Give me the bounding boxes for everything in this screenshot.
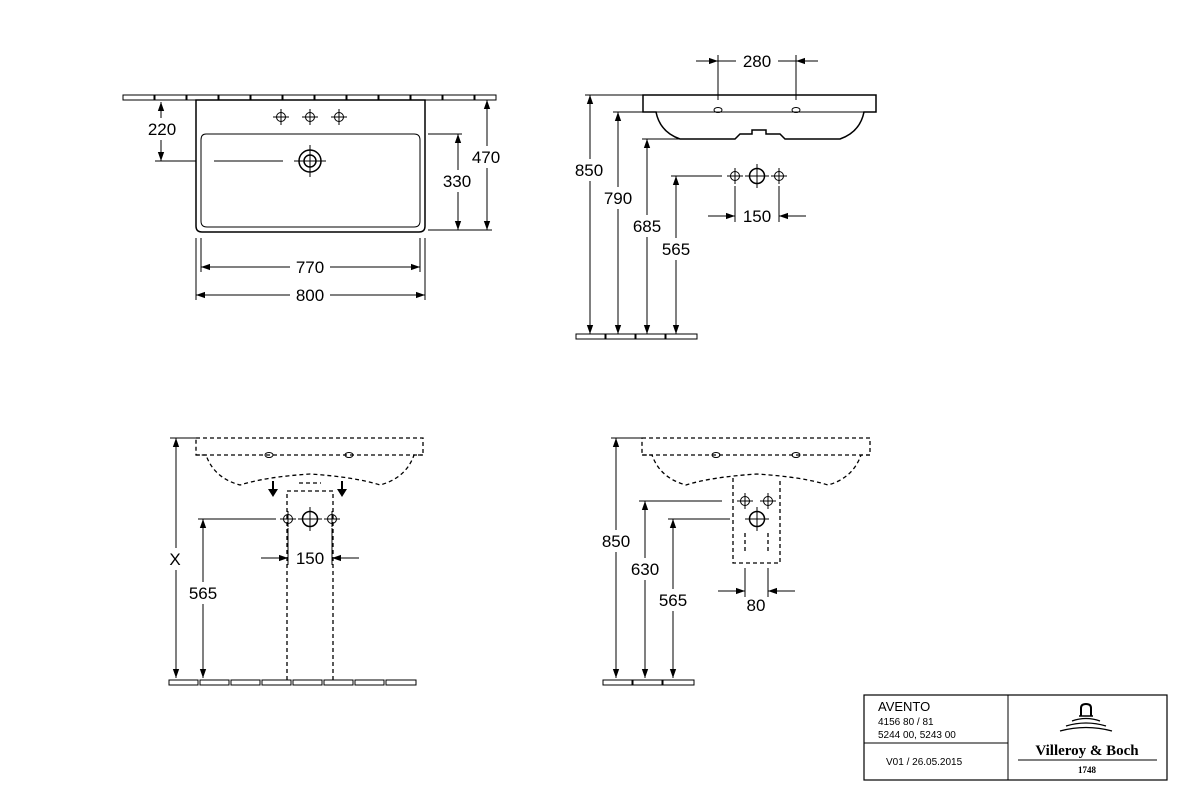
dim-80: 80 <box>747 596 766 615</box>
basin-profile <box>642 94 877 140</box>
drain-icon <box>744 163 770 189</box>
dim-470: 470 <box>472 148 500 167</box>
tap-hole-icon <box>323 510 341 528</box>
crest-logo-icon <box>1059 702 1113 732</box>
article-numbers-2: 5244 00, 5243 00 <box>878 730 956 741</box>
dim-220: 220 <box>148 120 176 139</box>
dim-790: 790 <box>604 189 632 208</box>
dim-565: 565 <box>659 591 687 610</box>
dim-630: 630 <box>631 560 659 579</box>
semi-pedestal-view: 80 850 630 565 <box>596 437 871 686</box>
basin-profile-dashed <box>641 437 871 486</box>
floor-strip <box>168 679 417 686</box>
tap-hole-icon <box>272 108 290 126</box>
top-view: 220 330 470 770 800 <box>122 94 506 306</box>
wall-strip <box>122 94 497 101</box>
article-numbers: 4156 80 / 81 <box>878 717 934 728</box>
version-date: V01 / 26.05.2015 <box>886 757 963 768</box>
arrow-down-icon <box>337 481 347 497</box>
dim-565: 565 <box>662 240 690 259</box>
dim-685: 685 <box>633 217 661 236</box>
floor-strip <box>602 679 695 686</box>
dim-770: 770 <box>296 258 324 277</box>
semi-pedestal-cover <box>732 478 781 564</box>
tap-hole-icon <box>330 108 348 126</box>
product-name: AVENTO <box>878 699 930 714</box>
dim-850: 850 <box>602 532 630 551</box>
basin-profile-dashed <box>195 437 424 486</box>
tap-hole-icon <box>759 492 777 510</box>
tap-hole-icon <box>726 167 744 185</box>
dim-565: 565 <box>189 584 217 603</box>
pedestal-view: 150 X 565 <box>162 437 424 686</box>
tap-hole-icon <box>736 492 754 510</box>
title-block: AVENTO 4156 80 / 81 5244 00, 5243 00 V01… <box>863 694 1168 781</box>
brand-year: 1748 <box>1078 765 1097 775</box>
tap-hole-icon <box>301 108 319 126</box>
drain-icon <box>294 145 326 177</box>
drain-icon <box>297 506 323 532</box>
dim-150: 150 <box>296 549 324 568</box>
dim-150: 150 <box>743 207 771 226</box>
dim-x: X <box>169 550 180 569</box>
tap-hole-icon <box>279 510 297 528</box>
bowl-outline <box>200 133 421 228</box>
dim-850: 850 <box>575 161 603 180</box>
arrow-down-icon <box>268 481 278 497</box>
tap-hole-icon <box>770 167 788 185</box>
basin-outline <box>195 99 426 233</box>
brand-logo-text: Villeroy & Boch <box>1035 743 1139 759</box>
dim-330: 330 <box>443 172 471 191</box>
floor-strip <box>575 333 698 340</box>
dim-800: 800 <box>296 286 324 305</box>
dim-280: 280 <box>743 52 771 71</box>
pedestal-column <box>286 490 334 680</box>
drain-icon <box>744 506 770 532</box>
side-view: 280 150 850 790 685 565 <box>570 52 877 340</box>
